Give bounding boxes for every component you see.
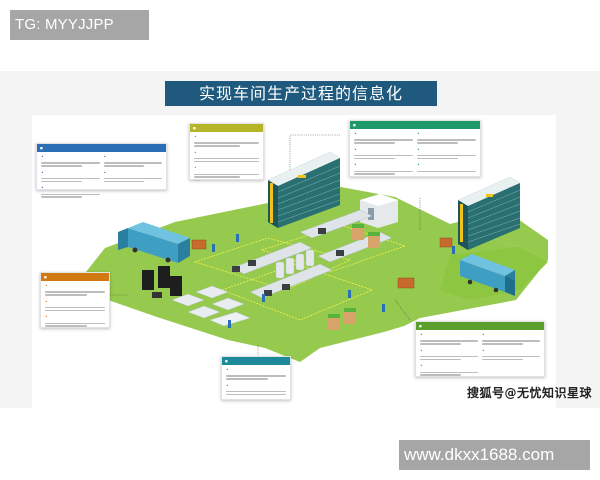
warehouse-racks-center-icon — [268, 152, 341, 228]
info-panel-top-left — [36, 143, 167, 198]
smt-machine-icons — [232, 228, 344, 296]
clean-room-icon — [360, 194, 398, 228]
server-racks-icon — [142, 266, 182, 298]
diagram-title: 实现车间生产过程的信息化 — [165, 81, 437, 106]
storage-shelves-icon — [328, 224, 380, 330]
info-panel-bottom-right — [415, 321, 545, 377]
office-workstations-icon — [171, 285, 245, 319]
panel-header — [350, 121, 480, 129]
info-panel-top-right — [349, 120, 481, 177]
monitoring-desk-icon — [209, 311, 251, 328]
info-panel-top-middle — [189, 123, 264, 180]
panel-header — [190, 124, 263, 132]
panel-header — [222, 357, 290, 365]
material-cartons-icon — [191, 237, 453, 289]
panel-header — [416, 322, 544, 330]
warehouse-racks-right-icon — [458, 177, 521, 250]
worker-icons — [212, 234, 455, 312]
info-panel-middle-left — [40, 272, 110, 328]
panel-header — [41, 273, 109, 281]
info-panel-bottom-middle — [221, 356, 291, 400]
panel-header — [37, 144, 166, 152]
watermark-top-left: TG: MYYJJPP — [10, 10, 149, 40]
source-watermark: 搜狐号@无忧知识星球 — [467, 386, 593, 400]
watermark-bottom-right: www.dkxx1688.com — [399, 440, 590, 470]
reflow-tanks-icon — [275, 249, 315, 279]
truck-right-icon — [460, 254, 515, 296]
truck-left-icon — [118, 222, 190, 263]
